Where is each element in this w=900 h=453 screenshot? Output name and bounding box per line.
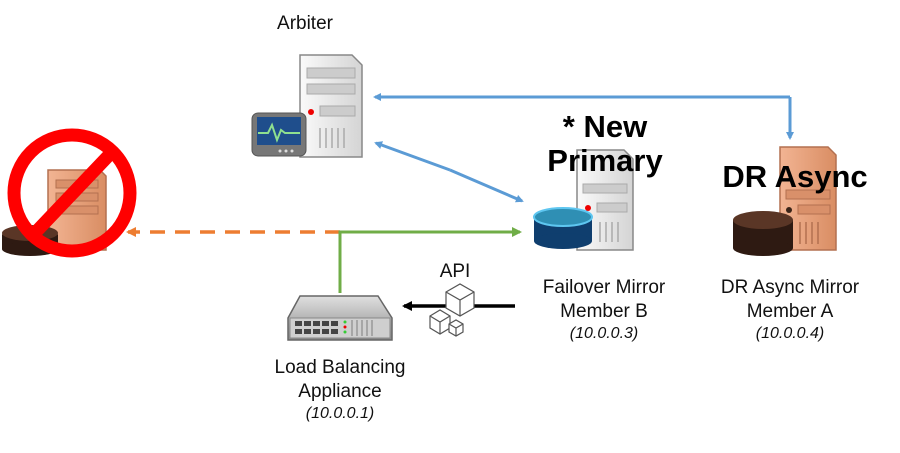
dr-async-label: DR Async Mirror Member A (10.0.0.4) (700, 276, 880, 344)
network-appliance-icon (287, 295, 393, 341)
dr-async-name-line2: Member A (746, 301, 834, 322)
load-balancer-label: Load Balancing Appliance (10.0.0.1) (250, 356, 430, 424)
new-primary-heading: * New Primary (530, 110, 680, 178)
new-primary-name-line1: Failover Mirror (542, 277, 666, 298)
client-route-link (338, 227, 522, 293)
load-balancer-name-line1: Load Balancing (274, 357, 406, 378)
load-balancer-ip: (10.0.0.1) (305, 405, 375, 422)
new-primary-ip: (10.0.0.3) (569, 325, 639, 342)
new-primary-heading-line2: Primary (547, 143, 663, 178)
dr-async-database-server-icon (733, 146, 837, 256)
load-balancer-name-line2: Appliance (298, 381, 382, 402)
dr-async-ip: (10.0.0.4) (755, 325, 825, 342)
arbiter-dr-link (373, 93, 794, 140)
api-label: API (439, 261, 471, 282)
dr-async-heading: DR Async (722, 159, 868, 194)
prohibited-icon (7, 128, 137, 258)
primary-database-server-icon (533, 149, 634, 251)
dr-async-name-line1: DR Async Mirror (720, 277, 860, 298)
arbiter-label: Arbiter (277, 13, 333, 34)
server-monitor-icon (251, 54, 363, 158)
new-primary-heading-line1: * New (562, 109, 648, 144)
arbiter-primary-link (374, 141, 524, 203)
package-cubes-icon (429, 283, 475, 337)
new-primary-name-line2: Member B (560, 301, 648, 322)
new-primary-label: Failover Mirror Member B (10.0.0.3) (518, 276, 690, 344)
